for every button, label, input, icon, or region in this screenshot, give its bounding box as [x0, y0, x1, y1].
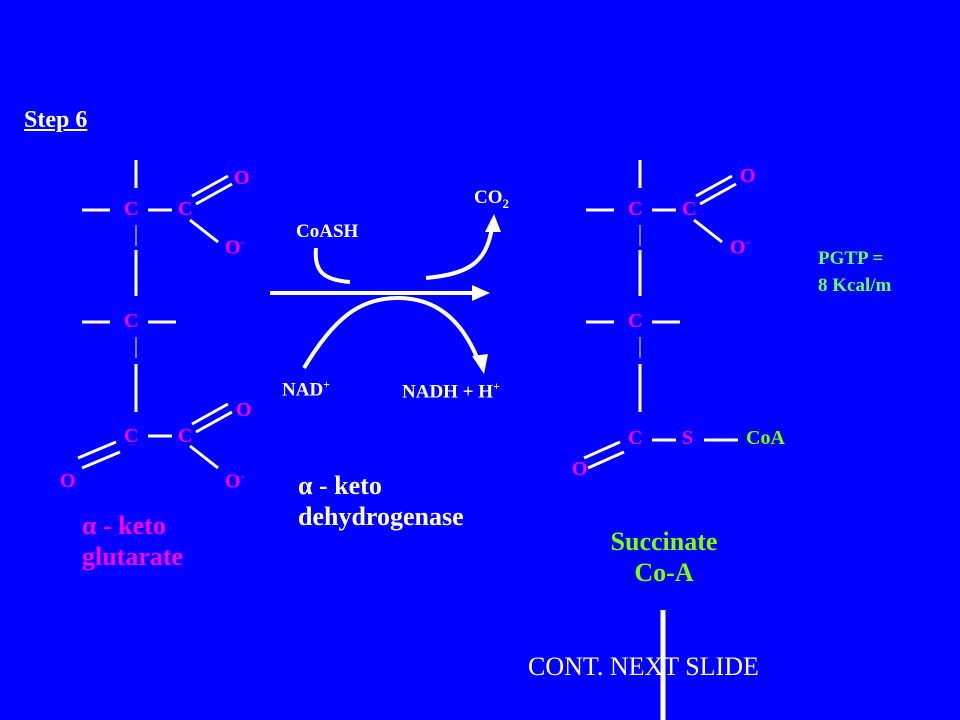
left-carbon-3: C — [124, 310, 139, 332]
right-oxygen-left: O — [572, 458, 588, 480]
right-oxygen-top: O — [740, 165, 756, 187]
right-carbon-3: C — [628, 310, 643, 332]
left-carbon-1: C — [124, 198, 139, 220]
right-carbon-2: C — [682, 198, 697, 220]
continue-text: CONT. NEXT SLIDE — [528, 652, 759, 681]
enzyme-name: α - keto dehydrogenase — [298, 471, 464, 532]
right-sulfur: S — [682, 427, 694, 449]
left-oxygen-left: O — [60, 470, 76, 492]
coash-arrow — [313, 247, 351, 284]
left-carbon-2: C — [178, 198, 193, 220]
left-oxygen-bottom: O — [236, 399, 252, 421]
nadh-label: NADH + H+ — [402, 379, 500, 403]
right-carbon-4: C — [628, 427, 643, 449]
co2-label: CO2 — [474, 187, 509, 211]
left-molecule-bonds — [77, 160, 233, 470]
right-molecule-bonds — [583, 160, 738, 470]
left-oxide-bottom: O- — [225, 469, 245, 493]
right-molecule-name: Succinate Co-A — [610, 527, 718, 588]
coash-label: CoASH — [296, 221, 359, 242]
nad-label: NAD+ — [282, 377, 331, 401]
left-molecule-name: α - keto glutarate — [82, 511, 184, 572]
left-oxide-top: O- — [225, 235, 245, 259]
co2-arrow — [425, 214, 501, 280]
main-reaction-arrow — [270, 285, 490, 301]
left-carbon-4: C — [124, 425, 139, 447]
right-oxide-top: O- — [730, 235, 750, 259]
energy-note: PGTP = 8 Kcal/m — [818, 248, 892, 296]
left-carbon-5: C — [178, 425, 193, 447]
nad-arrow — [302, 295, 488, 374]
slide-title: Step 6 — [24, 107, 88, 133]
right-coa: CoA — [746, 427, 785, 449]
left-oxygen-top: O — [234, 167, 250, 189]
right-carbon-1: C — [628, 198, 643, 220]
